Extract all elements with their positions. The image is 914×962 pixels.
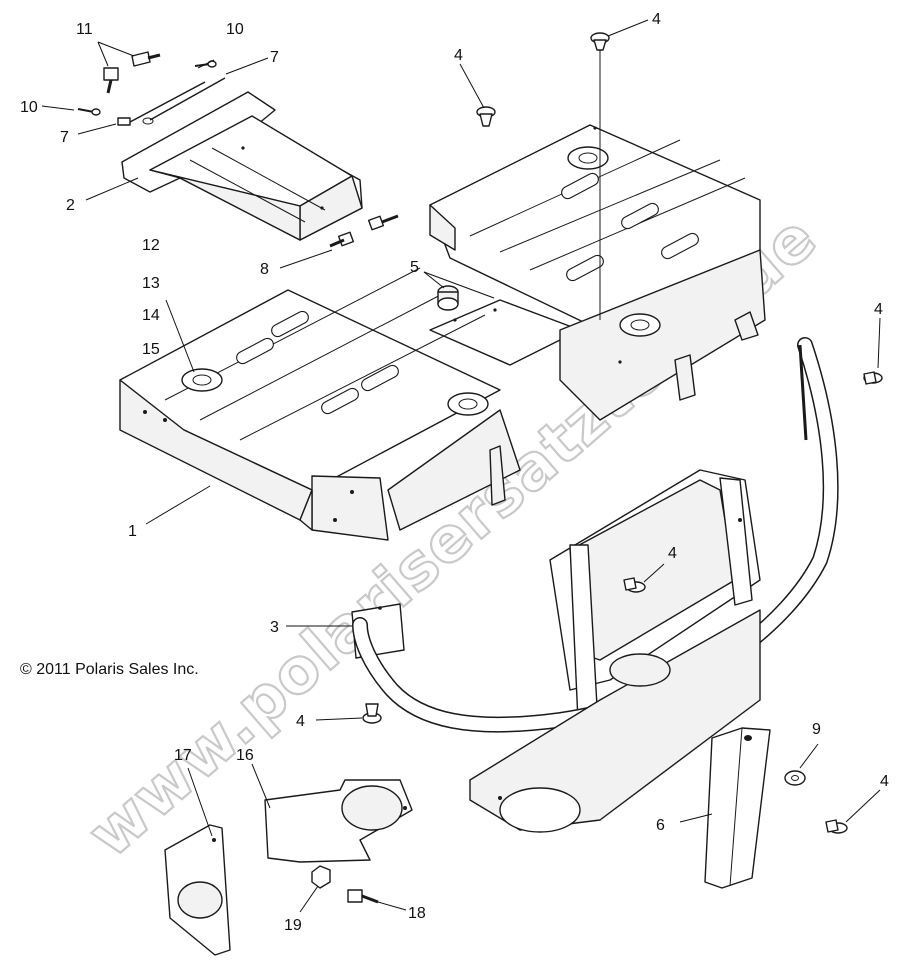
callout-7-top: 7 [270,49,279,66]
part-6-cover [704,727,771,889]
callout-12: 12 [142,237,160,254]
callout-1: 1 [128,523,137,540]
callout-19: 19 [284,917,302,934]
callout-11: 11 [76,21,93,38]
callout-8: 8 [260,261,269,278]
callout-10-top: 10 [226,21,244,38]
callout-9: 9 [812,721,821,738]
callout-4-center: 4 [668,545,677,562]
callouts: 1 2 3 4 4 4 4 4 4 5 6 7 7 8 9 10 10 11 1… [20,11,889,934]
callout-17: 17 [174,747,192,764]
callout-4-left: 4 [296,713,305,730]
callout-15: 15 [142,341,160,358]
part-17-shield [164,824,231,956]
rivet-4a [590,32,610,320]
rivet-4e [362,703,382,724]
callout-18: 18 [408,905,426,922]
part-16-shield [264,779,413,863]
rivet-4d [623,577,646,593]
callout-4-right: 4 [874,301,883,318]
callout-5: 5 [410,259,419,276]
callout-6: 6 [656,817,665,834]
callout-4-top-right: 4 [652,11,661,28]
copyright-text: © 2011 Polaris Sales Inc. [20,661,199,678]
part-1-floor [119,124,766,541]
callout-13: 13 [142,275,160,292]
callout-14: 14 [142,307,160,324]
callout-3: 3 [270,619,279,636]
part-2-tray [121,91,363,241]
callout-4-top: 4 [454,47,463,64]
callout-2: 2 [66,197,75,214]
front-frame [352,337,839,833]
callout-7-left: 7 [60,129,69,146]
callout-4-bottom-right: 4 [880,773,889,790]
callout-10-left: 10 [20,99,38,116]
leader-lines [41,19,881,913]
rivet-4c [863,371,883,385]
callout-16: 16 [236,747,254,764]
rivet-4b [476,106,496,127]
rivet-4f [825,819,848,834]
